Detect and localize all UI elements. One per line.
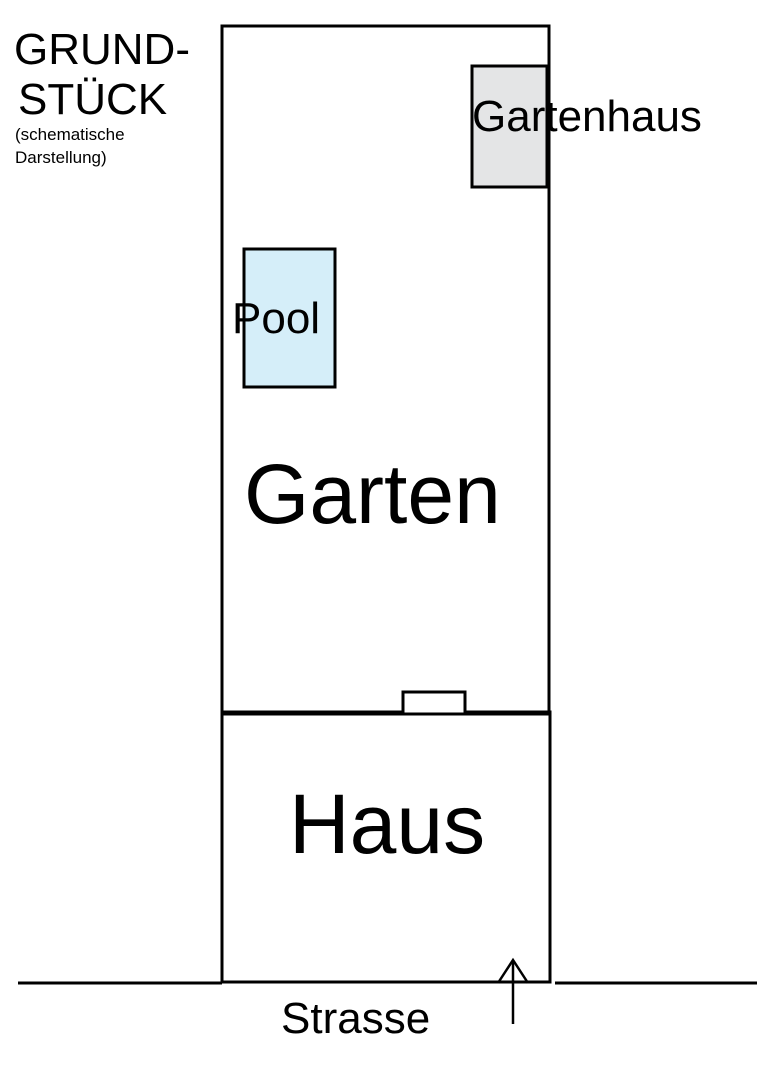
title-line1: GRUND- — [14, 25, 190, 74]
garten-label: Garten — [244, 447, 501, 541]
title-subtitle-line2: Darstellung) — [15, 148, 107, 167]
gartenhaus-shape — [470, 64, 549, 189]
haus-label: Haus — [289, 777, 485, 871]
plot-boundary — [220, 24, 551, 716]
pool-shape — [242, 247, 337, 389]
title-subtitle-line1: (schematische — [15, 125, 125, 144]
title-line2: STÜCK — [18, 75, 167, 124]
gartenhaus-label: Gartenhaus — [472, 92, 702, 141]
strasse-label: Strasse — [281, 994, 430, 1043]
arrow-up-icon — [496, 957, 530, 1024]
haus-outline — [220, 690, 552, 984]
pool-label: Pool — [232, 294, 320, 343]
